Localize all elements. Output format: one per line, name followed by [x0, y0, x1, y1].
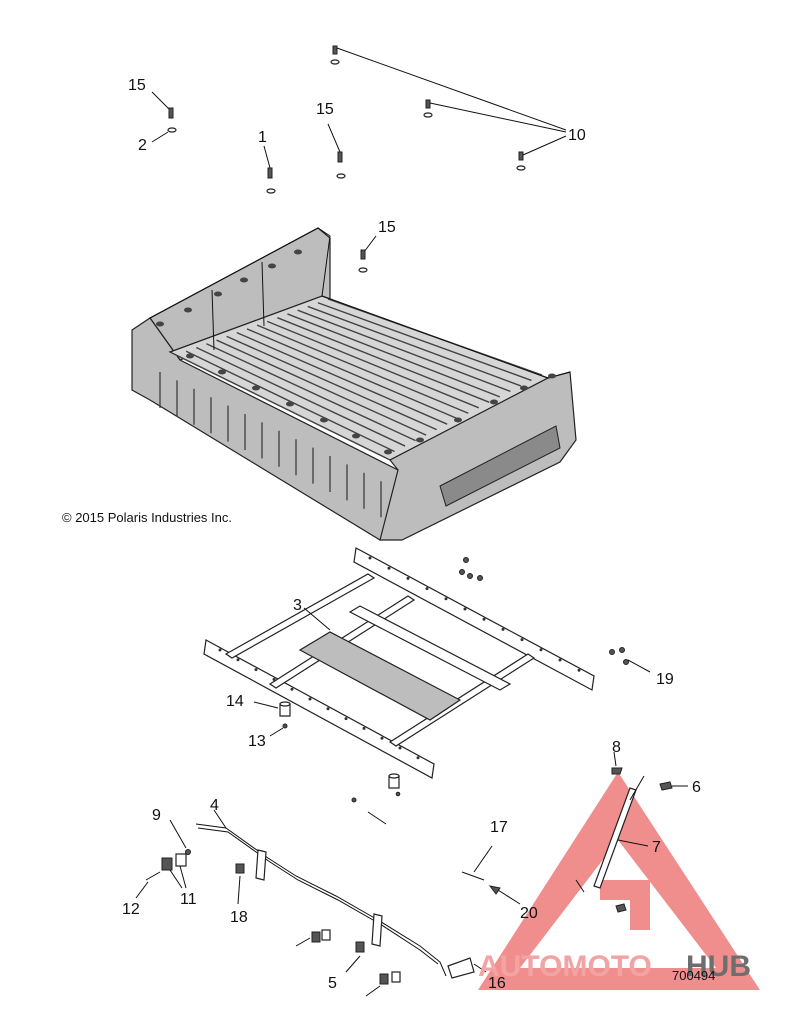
- callout-16: 16: [488, 975, 506, 992]
- callout-4: 4: [210, 797, 219, 814]
- callout-7: 7: [652, 839, 661, 856]
- stake-pocket: [454, 417, 462, 423]
- callout-3: 3: [293, 597, 302, 614]
- floor-rib: [195, 346, 406, 447]
- rail-hole: [558, 658, 562, 662]
- stake-pocket: [286, 401, 294, 407]
- stake-pocket: [268, 263, 276, 269]
- callout-15: 15: [378, 219, 396, 236]
- callout-15: 15: [128, 77, 146, 94]
- watermark-logo-icon: [478, 772, 760, 990]
- stake-pocket: [252, 385, 260, 391]
- rail-hole: [368, 556, 372, 560]
- stake-pocket: [186, 353, 194, 359]
- callout-10: 10: [568, 127, 586, 144]
- stake-pocket: [520, 385, 528, 391]
- callout-2: 2: [138, 137, 147, 154]
- stake-pocket: [320, 417, 328, 423]
- floor-rib: [226, 335, 437, 431]
- watermark-text-b: HUB: [686, 950, 751, 983]
- floor-rib: [185, 350, 395, 453]
- callout-1: 1: [258, 129, 267, 146]
- rail-hole: [398, 746, 402, 750]
- rail-hole: [577, 668, 581, 672]
- floor-rib: [277, 317, 490, 403]
- stake-pocket: [416, 437, 424, 443]
- stake-pocket: [214, 291, 222, 297]
- stake-pocket: [490, 399, 498, 405]
- callout-14: 14: [226, 693, 244, 710]
- rail-hole: [272, 677, 276, 681]
- stake-pocket: [184, 307, 192, 313]
- rail-hole: [387, 566, 391, 570]
- rail-hole: [344, 717, 348, 721]
- callout-labels: 15 2 1 15 10 15 3 19 14 13 8 6 7 4 9 17 …: [122, 77, 701, 992]
- callout-19: 19: [656, 671, 674, 688]
- watermark-text: AUTOMOTO HUB: [478, 950, 751, 983]
- rail-hole: [482, 617, 486, 621]
- floor-rib: [236, 331, 448, 425]
- callout-8: 8: [612, 739, 621, 756]
- cargo-box-frame: [203, 547, 651, 797]
- rail-hole: [290, 687, 294, 691]
- rail-hole: [362, 726, 366, 730]
- floor-rib: [266, 320, 480, 409]
- callout-15: 15: [316, 101, 334, 118]
- rail-hole: [380, 736, 384, 740]
- floor-rib: [256, 324, 469, 414]
- rail-hole: [308, 697, 312, 701]
- part-number: 700494: [672, 968, 715, 983]
- callout-13: 13: [248, 733, 266, 750]
- rail-hole: [416, 756, 420, 760]
- rail-hole: [236, 658, 240, 662]
- floor-rib: [206, 343, 416, 442]
- stake-pocket: [156, 321, 164, 327]
- stake-pocket: [352, 433, 360, 439]
- rail-hole: [425, 587, 429, 591]
- stake-pocket: [384, 449, 392, 455]
- rail-hole: [406, 576, 410, 580]
- rail-hole: [326, 707, 330, 711]
- top-fasteners: [151, 45, 567, 273]
- watermark-text-a: AUTOMOTO: [478, 950, 652, 983]
- rail-hole: [539, 648, 543, 652]
- rail-hole: [463, 607, 467, 611]
- copyright-text: © 2015 Polaris Industries Inc.: [62, 510, 232, 525]
- floor-rib: [246, 328, 459, 420]
- stake-pocket: [548, 373, 556, 379]
- floor-rib: [317, 302, 532, 382]
- callout-11: 11: [180, 891, 197, 908]
- callout-6: 6: [692, 779, 701, 796]
- floor-rib: [216, 339, 427, 436]
- stake-pocket: [240, 277, 248, 283]
- floor-rib: [307, 305, 522, 387]
- stake-pocket: [218, 369, 226, 375]
- floor-rib: [175, 354, 385, 458]
- rail-hole: [520, 638, 524, 642]
- rail-hole: [218, 648, 222, 652]
- rail-hole: [254, 668, 258, 672]
- floor-rib: [297, 309, 511, 393]
- callout-12: 12: [122, 901, 140, 918]
- cargo-box: [131, 227, 577, 541]
- stake-pocket: [294, 249, 302, 255]
- latch-assembly: [135, 751, 688, 997]
- floor-rib: [287, 313, 501, 398]
- callout-9: 9: [152, 807, 161, 824]
- callout-18: 18: [230, 909, 248, 926]
- callout-5: 5: [328, 975, 337, 992]
- rail-hole: [501, 627, 505, 631]
- callout-17: 17: [490, 819, 508, 836]
- rail-hole: [444, 597, 448, 601]
- callout-20: 20: [520, 905, 538, 922]
